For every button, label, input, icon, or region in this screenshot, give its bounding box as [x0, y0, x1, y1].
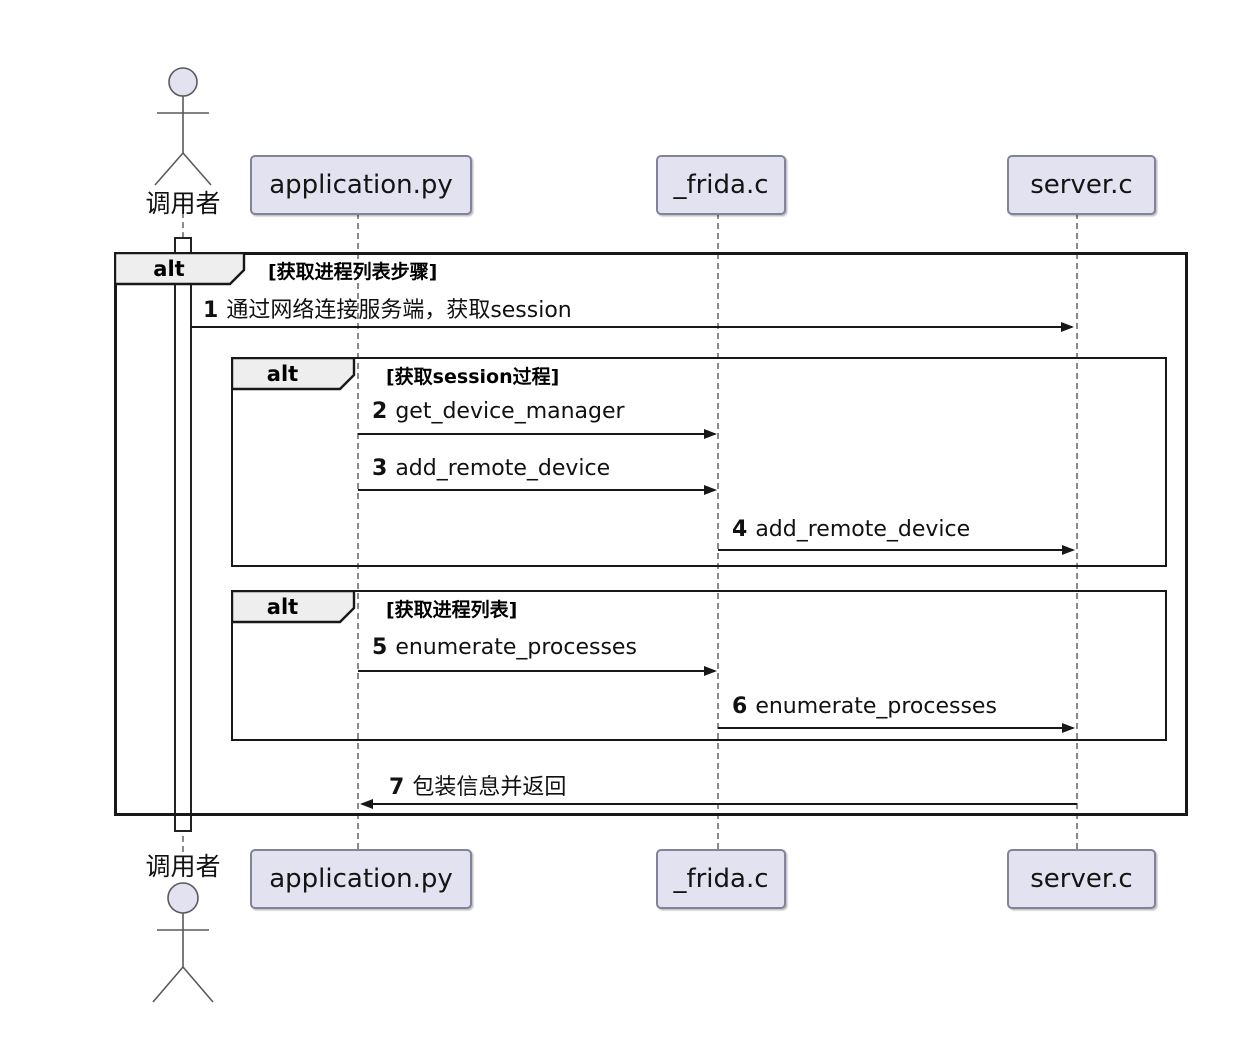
- frame-outer-alt-condition: [获取进程列表步骤]: [268, 261, 438, 283]
- actor-label-bottom: 调用者: [145, 852, 221, 881]
- participant-application-py-top: application.py: [250, 155, 472, 215]
- frame-outer-alt-tab: alt: [114, 252, 246, 286]
- participant-application-py-bottom: application.py: [250, 849, 472, 909]
- message-3-arrow: [358, 485, 717, 495]
- participant-server-c-bottom: server.c: [1007, 849, 1156, 909]
- message-3: 3 add_remote_device: [372, 456, 610, 481]
- message-2-arrow: [358, 429, 717, 439]
- message-2: 2 get_device_manager: [372, 399, 625, 424]
- message-2-number: 2: [372, 399, 388, 424]
- message-4-arrow: [718, 545, 1075, 555]
- message-4-number: 4: [732, 517, 748, 542]
- actor-label-top: 调用者: [145, 189, 221, 218]
- message-3-label: add_remote_device: [395, 456, 611, 481]
- message-5-arrow: [358, 666, 717, 676]
- message-7-arrow: [360, 799, 1077, 809]
- frame-process-alt-operator: alt: [266, 595, 299, 619]
- participant-frida-c-top: _frida.c: [656, 155, 786, 215]
- message-1: 1 通过网络连接服务端，获取session: [203, 292, 572, 324]
- lifeline-frida-c: [717, 213, 719, 849]
- message-5-label: enumerate_processes: [395, 635, 637, 660]
- frame-session-alt: [231, 357, 1167, 567]
- actor-icon: [154, 67, 212, 186]
- lifeline-server-c: [1076, 213, 1078, 849]
- message-2-label: get_device_manager: [395, 399, 625, 424]
- message-3-number: 3: [372, 456, 388, 481]
- activation-bar: [174, 237, 192, 832]
- participant-server-c-top: server.c: [1007, 155, 1156, 215]
- actor-icon-bottom: [152, 882, 214, 1003]
- lifeline-application-py: [357, 213, 359, 849]
- message-6-label: enumerate_processes: [755, 694, 997, 719]
- frame-session-alt-tab: alt: [231, 357, 356, 391]
- message-6-number: 6: [732, 694, 748, 719]
- frame-process-alt: [231, 590, 1167, 741]
- frame-process-alt-tab: alt: [231, 590, 356, 624]
- message-7-label: 包装信息并返回: [412, 775, 567, 800]
- message-5-number: 5: [372, 635, 388, 660]
- message-1-label: 通过网络连接服务端，获取session: [226, 298, 572, 323]
- participant-frida-c-bottom: _frida.c: [656, 849, 786, 909]
- message-5: 5 enumerate_processes: [372, 635, 637, 660]
- message-6: 6 enumerate_processes: [732, 694, 997, 719]
- message-4-label: add_remote_device: [755, 517, 971, 542]
- message-4: 4 add_remote_device: [732, 517, 970, 542]
- message-6-arrow: [718, 723, 1075, 733]
- frame-session-alt-operator: alt: [266, 362, 299, 386]
- message-7-number: 7: [389, 775, 405, 800]
- frame-session-alt-condition: [获取session过程]: [386, 366, 560, 388]
- message-1-arrow: [191, 322, 1074, 332]
- frame-process-alt-condition: [获取进程列表]: [386, 599, 518, 621]
- message-1-number: 1: [203, 298, 219, 323]
- message-7: 7 包装信息并返回: [389, 769, 566, 801]
- frame-outer-alt-operator: alt: [153, 257, 185, 281]
- frame-outer-alt: [114, 252, 1188, 816]
